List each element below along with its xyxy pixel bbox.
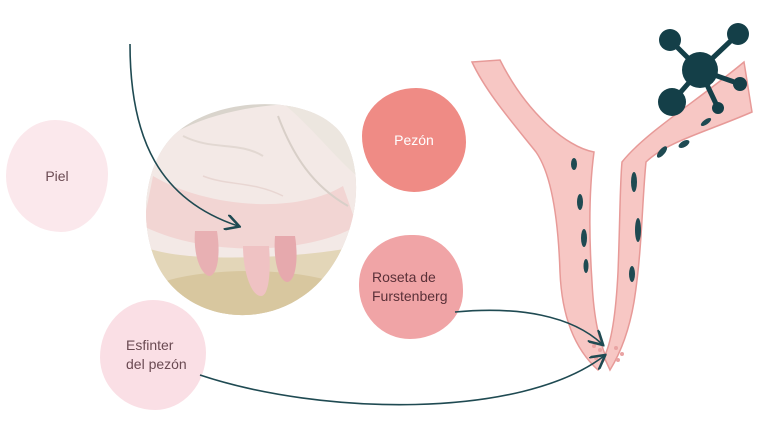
label-piel-text: Piel (45, 167, 69, 184)
teat-wall-left (470, 59, 607, 372)
label-esfinter-pezon: Esfinter del pezón (100, 300, 206, 410)
label-pezon: Pezón (362, 88, 466, 192)
udder-photo (146, 104, 357, 316)
molecule-icon (658, 23, 749, 116)
label-esfinter-line2: del pezón (126, 356, 187, 372)
label-roseta-line2: Furstenberg (372, 288, 448, 304)
label-pezon-text: Pezón (394, 131, 434, 148)
label-esfinter-line1: Esfinter (126, 337, 174, 353)
teat-glands (571, 117, 712, 282)
label-piel: Piel (6, 120, 108, 232)
label-roseta-furstenberg: Roseta de Furstenberg (359, 235, 463, 339)
label-roseta-line1: Roseta de (372, 269, 436, 285)
